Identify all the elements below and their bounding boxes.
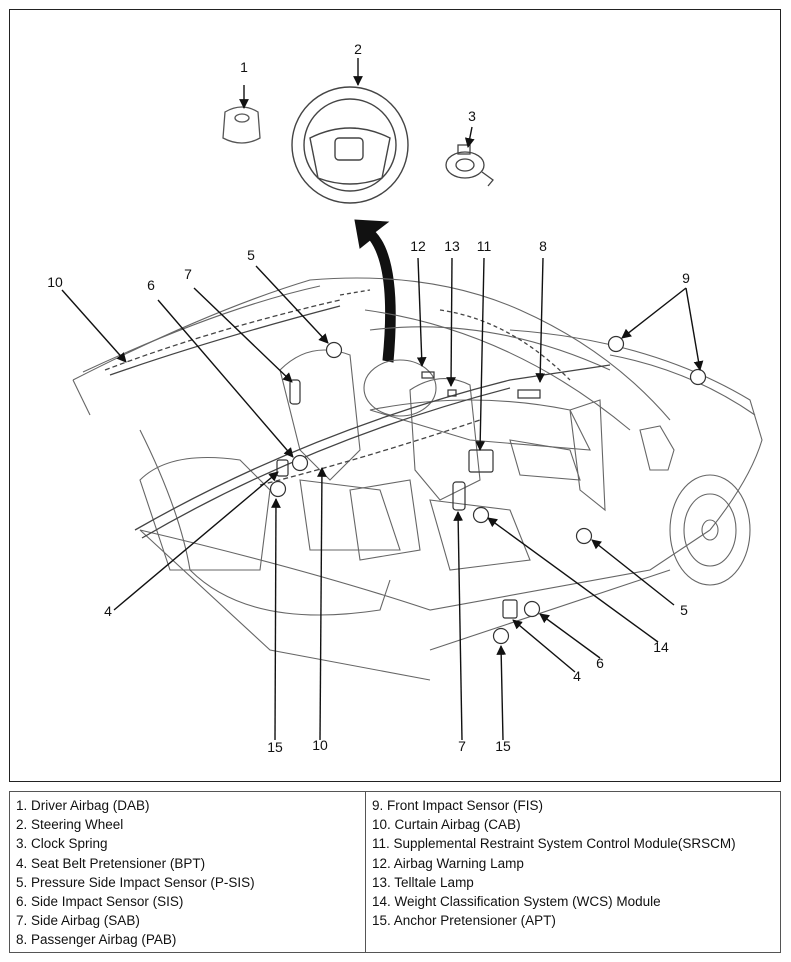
side-impact-sensor-front [523,600,541,618]
callout-11: 11 [476,238,492,254]
side-airbag-rear-icon [289,379,301,405]
legend-column-right: 9. Front Impact Sensor (FIS) 10. Curtain… [366,792,780,952]
vehicle-illustration [61,58,763,741]
module-boxes [276,371,541,619]
callout-10-front: 10 [312,737,328,753]
side-impact-sensor-rear [291,454,309,472]
legend-column-left: 1. Driver Airbag (DAB) 2. Steering Wheel… [10,792,366,952]
front-impact-sensor-a [607,335,625,353]
callout-7-rear: 7 [184,266,192,282]
leader-lines [61,58,704,741]
callout-3: 3 [468,108,476,124]
side-airbag-front-icon [452,481,466,511]
callout-1: 1 [240,59,248,75]
seat-belt-pretensioner-rear-icon [276,459,289,477]
legend-entry: 13. Telltale Lamp [372,874,474,890]
legend-entry: 7. Side Airbag (SAB) [16,913,140,929]
airbag-system-diagram: 1 2 3 5 7 6 10 12 13 11 8 9 4 15 10 7 15… [9,9,781,782]
legend-entry: 6. Side Impact Sensor (SIS) [16,894,184,910]
legend-entry: 5. Pressure Side Impact Sensor (P-SIS) [16,874,255,890]
callout-5-front: 5 [680,602,688,618]
legend-entry: 4. Seat Belt Pretensioner (BPT) [16,855,206,871]
callout-12: 12 [410,238,426,254]
wcs-module-marker [472,506,490,524]
callout-6-rear: 6 [147,277,155,293]
legend-entry: 9. Front Impact Sensor (FIS) [372,798,544,813]
legend-entry: 15. Anchor Pretensioner (APT) [372,913,556,929]
callout-15-front: 15 [495,738,511,754]
seat-belt-pretensioner-front-icon [502,599,518,619]
airbag-warning-lamp-icon [421,371,435,379]
sensor-markers [269,335,707,645]
steering-wheel-icon [291,86,409,204]
srscm-module-icon [468,449,494,473]
legend-entry: 11. Supplemental Restraint System Contro… [372,836,736,852]
pressure-side-impact-sensor-rear [325,341,343,359]
telltale-lamp-icon [447,389,457,397]
car-body-outline [72,277,763,681]
callout-6-front: 6 [596,655,604,671]
legend-entry: 1. Driver Airbag (DAB) [16,798,150,813]
callout-10-rear: 10 [47,274,63,290]
callout-14: 14 [653,639,669,655]
callout-4-rear: 4 [104,603,112,619]
curtain-airbag-line [104,289,611,539]
driver-airbag-icon [222,106,261,144]
legend-entry: 14. Weight Classification System (WCS) M… [372,894,661,910]
legend-entry: 3. Clock Spring [16,836,108,852]
callout-8: 8 [539,238,547,254]
anchor-pretensioner-rear [269,480,287,498]
callout-7-front: 7 [458,738,466,754]
callout-4-front: 4 [573,668,581,684]
anchor-pretensioner-front [492,627,510,645]
passenger-airbag-icon [517,389,541,399]
callout-13: 13 [444,238,460,254]
legend-entry: 10. Curtain Airbag (CAB) [372,817,521,833]
legend-entry: 8. Passenger Airbag (PAB) [16,932,177,948]
legend-table: 1. Driver Airbag (DAB) 2. Steering Wheel… [9,791,781,953]
callout-5-rear: 5 [247,247,255,263]
callout-15-rear: 15 [267,739,283,755]
clock-spring-icon [445,144,494,187]
legend-entry: 12. Airbag Warning Lamp [372,855,524,871]
callout-2: 2 [354,41,362,57]
legend-entry: 2. Steering Wheel [16,817,124,833]
front-impact-sensor-b [689,368,707,386]
pressure-side-impact-sensor-front [575,527,593,545]
callout-9: 9 [682,270,690,286]
